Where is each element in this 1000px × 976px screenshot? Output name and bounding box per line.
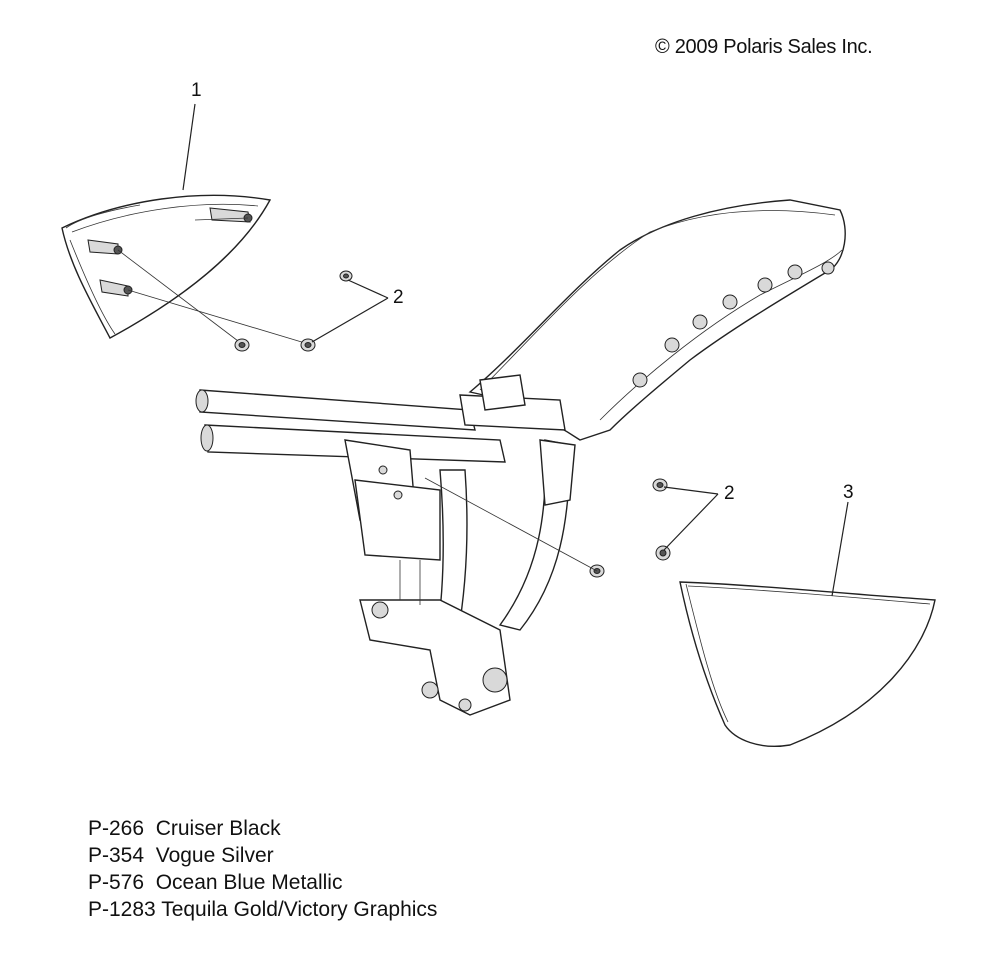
paint-code: P-576	[88, 871, 145, 894]
leader-part2-lower-b	[663, 493, 719, 551]
side-cover-right	[679, 581, 936, 747]
paint-name: Vogue Silver	[155, 844, 274, 867]
paint-code-row: P-266 Cruiser Black	[88, 815, 437, 842]
leader-part2-upper-b	[311, 297, 389, 343]
callout-2-lower: 2	[724, 483, 735, 504]
callout-3: 3	[843, 482, 854, 503]
callout-1: 1	[191, 80, 202, 101]
leader-part1	[182, 103, 196, 191]
alignment-line-1c	[194, 217, 249, 221]
leader-part2-upper-a	[347, 279, 389, 299]
alignment-line-1a	[117, 249, 243, 345]
paint-code: P-1283	[88, 898, 156, 921]
paint-code-legend: P-266 Cruiser Black P-354 Vogue Silver P…	[88, 815, 437, 923]
paint-name: Tequila Gold/Victory Graphics	[161, 898, 438, 921]
side-cover-left	[61, 194, 272, 339]
paint-code: P-266	[88, 817, 145, 840]
paint-name: Ocean Blue Metallic	[155, 871, 343, 894]
alignment-line-1b	[127, 289, 306, 344]
grommet-upper-3	[300, 338, 316, 352]
paint-code-row: P-576 Ocean Blue Metallic	[88, 869, 437, 896]
grommet-lower-3	[655, 545, 671, 561]
paint-code-row: P-1283 Tequila Gold/Victory Graphics	[88, 896, 437, 923]
copyright-notice: © 2009 Polaris Sales Inc.	[655, 36, 873, 58]
motorcycle-frame	[195, 199, 846, 716]
paint-name: Cruiser Black	[155, 817, 281, 840]
grommet-lower-1	[652, 478, 668, 492]
paint-code-row: P-354 Vogue Silver	[88, 842, 437, 869]
paint-code: P-354	[88, 844, 145, 867]
leader-part2-lower-a	[663, 486, 719, 495]
grommet-upper-1	[339, 270, 353, 282]
grommet-upper-2	[234, 338, 250, 352]
leader-part3	[831, 501, 849, 597]
alignment-line-2a	[424, 477, 598, 572]
callout-2-upper: 2	[393, 287, 404, 308]
